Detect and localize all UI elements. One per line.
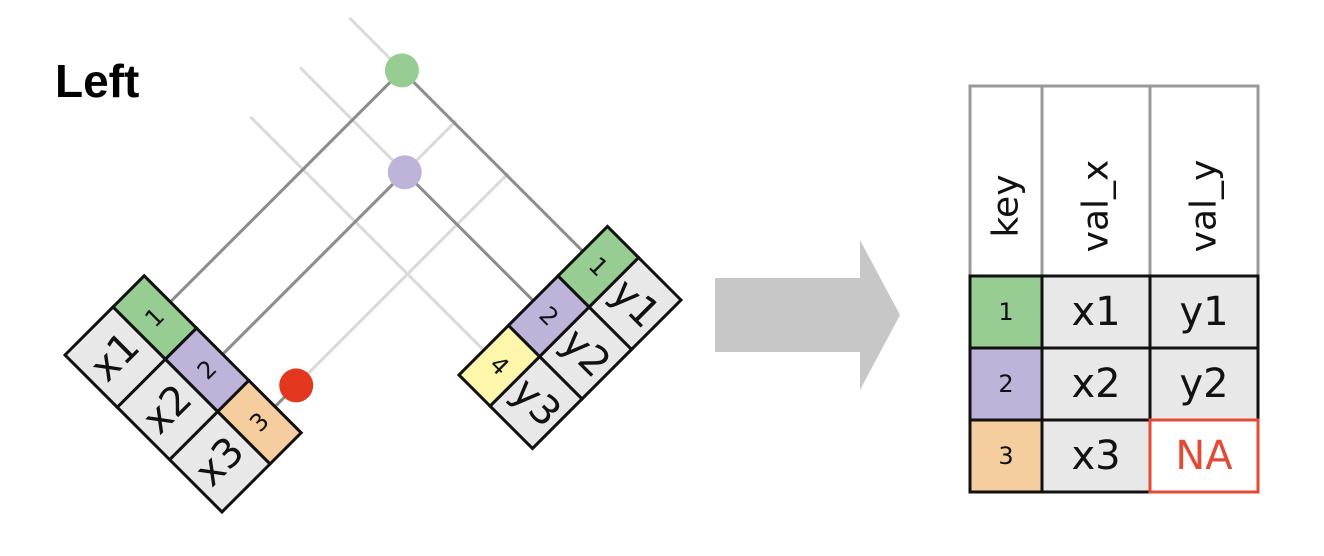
result-value-cell	[1148, 274, 1260, 350]
result-cell-label: x2	[1071, 361, 1120, 407]
diagram-title: Left	[55, 55, 140, 107]
result-cell-label: y1	[1179, 289, 1228, 335]
match-dot	[384, 53, 419, 88]
result-value-cell	[1148, 418, 1260, 494]
result-key-cell	[968, 274, 1044, 350]
header-cell	[1148, 84, 1260, 278]
arrow-icon	[715, 240, 900, 390]
result-cell-label: y2	[1179, 361, 1228, 407]
header-cell	[968, 84, 1044, 278]
result-cell-label: 2	[998, 370, 1013, 398]
result-table: key val_x val_y 1 x1 y1 2 x2 y2 3 x3 NA	[968, 84, 1260, 494]
result-value-cell	[1148, 346, 1260, 422]
header-cell	[1040, 84, 1152, 278]
unmatched-dot	[279, 368, 314, 403]
match-dots	[279, 53, 422, 403]
y-key-cell	[456, 323, 542, 409]
fade-mask	[345, 325, 515, 525]
grid-line	[249, 115, 499, 366]
na-label: NA	[1175, 433, 1233, 479]
column-header: key	[986, 174, 1027, 237]
x-key-cell	[215, 378, 304, 467]
result-key-cell	[968, 418, 1044, 494]
column-header: val_x	[1076, 160, 1117, 253]
result-cell-label: x3	[1071, 433, 1120, 479]
result-value-cell	[1040, 274, 1152, 350]
result-value-cell	[1040, 418, 1152, 494]
match-link	[169, 68, 584, 304]
match-link	[221, 170, 535, 356]
result-cell-label: 1	[998, 298, 1013, 326]
match-dot	[387, 155, 422, 190]
result-cell-label: 3	[998, 442, 1013, 470]
result-cell-label: x1	[1071, 289, 1120, 335]
column-header: val_y	[1184, 160, 1225, 253]
